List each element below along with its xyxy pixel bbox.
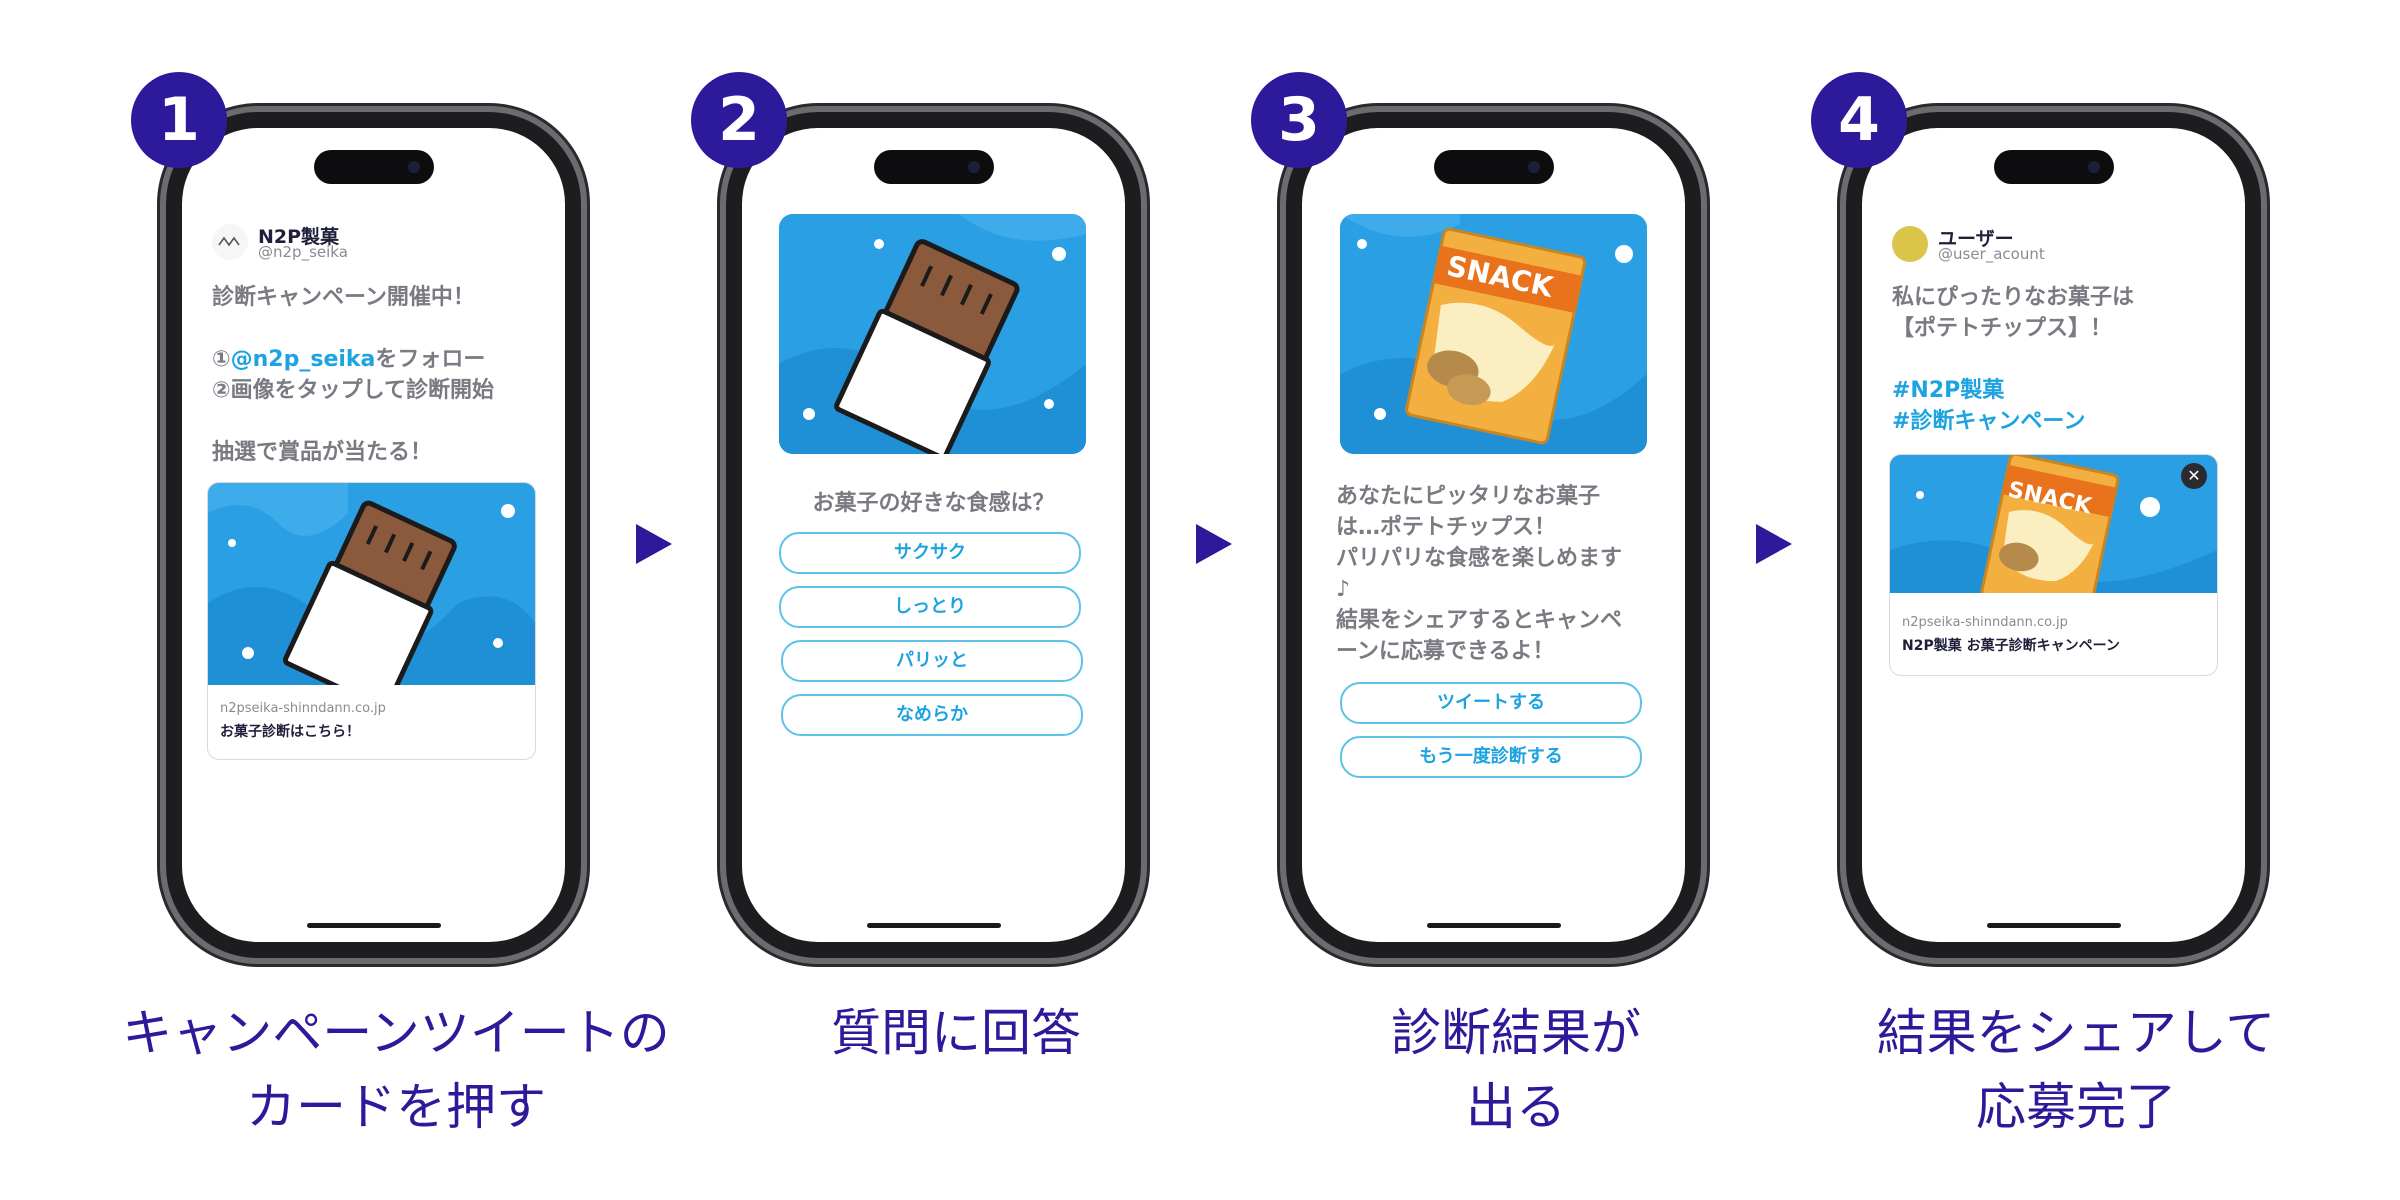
tweet-text: 私にぴったりなお菓子は 【ポテトチップス】！ #N2P製菓 #診断キャンペーン	[1892, 282, 2225, 437]
result-text: あなたにピッタリなお菓子 は…ポテトチップス！ パリパリな食感を楽しめます ♪ …	[1336, 481, 1657, 667]
phone-screen: N2P製菓 @n2p_seika 診断キャンペーン開催中！ ①@n2p_seik…	[182, 128, 565, 942]
home-indicator	[1426, 923, 1561, 928]
answer-option-nameraka[interactable]: なめらか	[781, 694, 1083, 736]
answer-option-shittori[interactable]: しっとり	[779, 586, 1081, 628]
step-caption: 質問に回答	[831, 1004, 1081, 1062]
tweet-author-handle: @n2p_seika	[258, 243, 348, 261]
question-text: お菓子の好きな食感は？	[812, 491, 1055, 516]
result-line: 結果をシェアするとキャンペ	[1336, 608, 1623, 633]
camera-icon	[967, 161, 980, 173]
hashtag-link[interactable]: #診断キャンペーン	[1892, 409, 2086, 434]
dynamic-island	[873, 150, 994, 184]
tweet-author-name[interactable]: N2P製菓	[258, 226, 340, 248]
card-title[interactable]: お菓子診断はこちら！	[220, 724, 360, 740]
dynamic-island	[1433, 150, 1554, 184]
tweet-line: ②画像をタップして診断開始	[212, 378, 494, 403]
mention-link[interactable]: @n2p_seika	[230, 347, 376, 372]
tweet-button[interactable]: ツイートする	[1340, 682, 1642, 724]
result-line: ♪	[1336, 577, 1351, 602]
camera-icon	[1527, 161, 1540, 173]
retry-diagnosis-button[interactable]: もう一度診断する	[1340, 736, 1642, 778]
step-number-badge: 2	[691, 72, 787, 168]
phone-screen: お菓子の好きな食感は？ サクサク しっとり パリッと なめらか	[742, 128, 1125, 942]
result-line: は…ポテトチップス！	[1336, 515, 1557, 540]
step-caption: キャンペーンツイートの カードを押す	[122, 1004, 670, 1136]
step-3: 3 SNACK	[1236, 0, 1796, 1200]
step-4: 4 ユーザー @user_acount 私にぴったりなお菓子は 【ポテトチップス…	[1796, 0, 2356, 1200]
snack-illustration: SNACK	[1340, 214, 1647, 454]
step-1: 1 N2P製菓 @n2p_seika 診断キャンペーン開催中！ ①@n2p_se…	[116, 0, 676, 1200]
close-icon[interactable]: ✕	[2181, 463, 2207, 489]
card-domain: n2pseika-shinndann.co.jp	[1902, 615, 2068, 630]
arrow-right-icon	[1756, 524, 1792, 564]
campaign-card[interactable]: n2pseika-shinndann.co.jp お菓子診断はこちら！	[207, 482, 536, 760]
result-line: パリパリな食感を楽しめます	[1336, 546, 1623, 571]
camera-icon	[407, 161, 420, 173]
phone-frame: N2P製菓 @n2p_seika 診断キャンペーン開催中！ ①@n2p_seik…	[166, 112, 581, 958]
dynamic-island	[313, 150, 434, 184]
step-caption: 診断結果が 出る	[1391, 1004, 1641, 1136]
tweet-line: 診断キャンペーン開催中！	[212, 285, 475, 310]
phone-frame: SNACK あなたにピッタリなお菓子 は…ポテトチップス！ パリパリな食感を楽し…	[1286, 112, 1701, 958]
phone-screen: ユーザー @user_acount 私にぴったりなお菓子は 【ポテトチップス】！…	[1862, 128, 2245, 942]
tweet-text: 診断キャンペーン開催中！ ①@n2p_seikaをフォロー ②画像をタップして診…	[212, 282, 545, 468]
result-card[interactable]: SNACK ✕ n2pseika-shinndann.co.jp N2P製菓 お…	[1889, 454, 2218, 676]
phone-screen: SNACK あなたにピッタリなお菓子 は…ポテトチップス！ パリパリな食感を楽し…	[1302, 128, 1685, 942]
card-domain: n2pseika-shinndann.co.jp	[220, 701, 386, 716]
step-number-badge: 4	[1811, 72, 1907, 168]
step-caption: 結果をシェアして 応募完了	[1876, 1004, 2276, 1136]
answer-option-sakusaku[interactable]: サクサク	[779, 532, 1081, 574]
brand-logo-avatar[interactable]	[212, 224, 248, 260]
step-number-badge: 1	[131, 72, 227, 168]
home-indicator	[306, 923, 441, 928]
step-2: 2 お菓子の好きな食感は？ サクサク	[676, 0, 1236, 1200]
arrow-right-icon	[636, 524, 672, 564]
card-image[interactable]	[208, 483, 535, 685]
home-indicator	[1986, 923, 2121, 928]
result-line: ーンに応募できるよ！	[1336, 639, 1555, 664]
hashtag-link[interactable]: #N2P製菓	[1892, 378, 2005, 403]
dynamic-island	[1993, 150, 2114, 184]
card-image[interactable]: SNACK ✕	[1890, 455, 2217, 593]
phone-frame: お菓子の好きな食感は？ サクサク しっとり パリッと なめらか	[726, 112, 1141, 958]
answer-option-paritto[interactable]: パリッと	[781, 640, 1083, 682]
chocolate-illustration	[779, 214, 1086, 454]
tweet-line: 【ポテトチップス】！	[1892, 316, 2113, 341]
phone-frame: ユーザー @user_acount 私にぴったりなお菓子は 【ポテトチップス】！…	[1846, 112, 2261, 958]
tweet-line: ①@n2p_seikaをフォロー	[212, 347, 486, 372]
tweet-author-name[interactable]: ユーザー	[1938, 228, 2014, 250]
camera-icon	[2087, 161, 2100, 173]
tweet-line: 私にぴったりなお菓子は	[1892, 285, 2135, 310]
tweet-line: 抽選で賞品が当たる！	[212, 440, 433, 465]
home-indicator	[866, 923, 1001, 928]
step-number-badge: 3	[1251, 72, 1347, 168]
arrow-right-icon	[1196, 524, 1232, 564]
card-title[interactable]: N2P製菓 お菓子診断キャンペーン	[1902, 638, 2120, 654]
user-avatar[interactable]	[1892, 226, 1928, 262]
result-line: あなたにピッタリなお菓子	[1336, 484, 1601, 509]
tweet-author-handle: @user_acount	[1938, 245, 2045, 263]
